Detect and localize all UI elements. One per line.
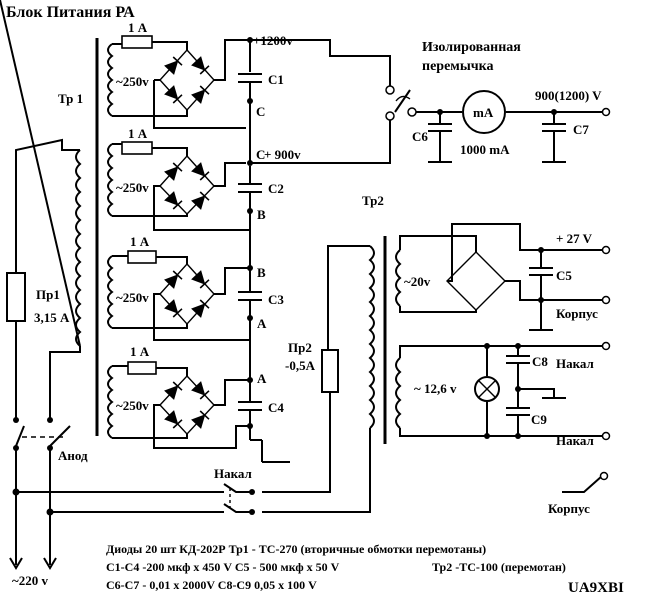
transformer-tr2: [16, 236, 402, 515]
anod-switch-label: Анод: [58, 448, 88, 463]
rectifier-27v: [399, 223, 611, 331]
output-circuit: [250, 39, 611, 163]
c2-label: С2: [268, 181, 284, 196]
notes-line-2: С1-С4 -200 мкф х 450 V С5 - 500 мкф х 50…: [106, 560, 340, 574]
diode-2-4: [191, 191, 210, 210]
fuse-4-label: 1 А: [130, 344, 150, 359]
node-a2-label: А: [257, 371, 267, 386]
notes-line-2b: Тр2 -ТС-100 (перемотан): [432, 560, 566, 574]
pr2-value: -0,5А: [285, 358, 316, 373]
korpus-label-1: Корпус: [556, 306, 598, 321]
bridge-diodes: [164, 56, 210, 429]
nakal-out-label-1: Накал: [556, 356, 594, 371]
korpus-label-2: Корпус: [548, 501, 590, 516]
schematic-title: Блок Питания РА: [6, 4, 135, 21]
node-v-label: В: [257, 207, 266, 222]
v900-label: + 900v: [264, 147, 301, 162]
callsign: UA9XBI: [568, 580, 624, 596]
c6-label: С6: [412, 129, 428, 144]
nakal-out-label-2: Накал: [556, 433, 594, 448]
c1-label: С1: [268, 72, 284, 87]
secondary-1-label: ~250v: [116, 74, 149, 89]
node-c-label: С: [256, 104, 265, 119]
meter-symbol: mA: [473, 105, 494, 120]
diode-1-3: [164, 85, 183, 104]
nakal-switch-label: Накал: [214, 466, 252, 481]
diode-2-2: [191, 162, 210, 181]
c5-label: С5: [556, 268, 572, 283]
pr1-value: 3,15 А: [34, 310, 70, 325]
node-a-label: А: [257, 316, 267, 331]
diode-4-1: [164, 381, 183, 400]
diode-2-1: [164, 162, 183, 181]
diode-3-2: [191, 270, 210, 289]
tr1-label: Тр 1: [58, 91, 83, 106]
secondary-4-label: ~250v: [116, 398, 149, 413]
meter-range: 1000 mA: [460, 142, 510, 157]
rectifier-section-3: [107, 250, 262, 380]
c4-label: С4: [268, 400, 284, 415]
jumper-label-2: перемычка: [422, 59, 494, 74]
fuse-3-label: 1 А: [130, 234, 150, 249]
diode-4-4: [191, 410, 210, 429]
notes-line-1: Диоды 20 шт КД-202Р Тр1 - ТС-270 (вторич…: [106, 542, 486, 556]
diode-4-3: [164, 410, 183, 429]
node-v2-label: В: [257, 265, 266, 280]
secondary-2-label: ~250v: [116, 180, 149, 195]
diode-1-4: [191, 85, 210, 104]
rectifier-section-4: [107, 361, 290, 463]
c8-label: С8: [532, 354, 548, 369]
diode-3-3: [164, 299, 183, 318]
diode-3-4: [191, 299, 210, 318]
diode-1-2: [191, 56, 210, 75]
diode-2-3: [164, 191, 183, 210]
transformer-tr1: [75, 38, 99, 436]
secondary-3-label: ~250v: [116, 290, 149, 305]
chassis-terminal: [562, 471, 609, 493]
fuse-1-label: 1 А: [128, 20, 148, 35]
secondary-12-label: ~ 12,6 v: [414, 381, 457, 396]
filament-circuit: [399, 341, 611, 441]
mains-label: ~220 v: [12, 573, 49, 588]
notes-line-3: С6-С7 - 0,01 х 2000V С8-С9 0,05 х 100 V: [106, 578, 317, 592]
c3-label: С3: [268, 292, 284, 307]
secondary-20-label: ~20v: [404, 274, 431, 289]
tr2-label: Тр2: [362, 193, 384, 208]
diode-1-1: [164, 56, 183, 75]
c7-label: С7: [573, 122, 589, 137]
fuse-pr1: [6, 272, 26, 322]
diode-3-1: [164, 270, 183, 289]
fuse-2-label: 1 А: [128, 126, 148, 141]
plus27-label: + 27 V: [556, 231, 593, 246]
pr1-label: Пр1: [36, 287, 60, 302]
output-voltage-label: 900(1200) V: [535, 88, 602, 103]
node-c2-label: С: [256, 147, 265, 162]
jumper-label-1: Изолированная: [422, 40, 521, 55]
c9-label: С9: [531, 412, 547, 427]
diode-4-2: [191, 381, 210, 400]
mains-input-wiring: [0, 0, 81, 570]
pr2-label: Пр2: [288, 340, 312, 355]
rectifier-section-2: [107, 120, 391, 268]
